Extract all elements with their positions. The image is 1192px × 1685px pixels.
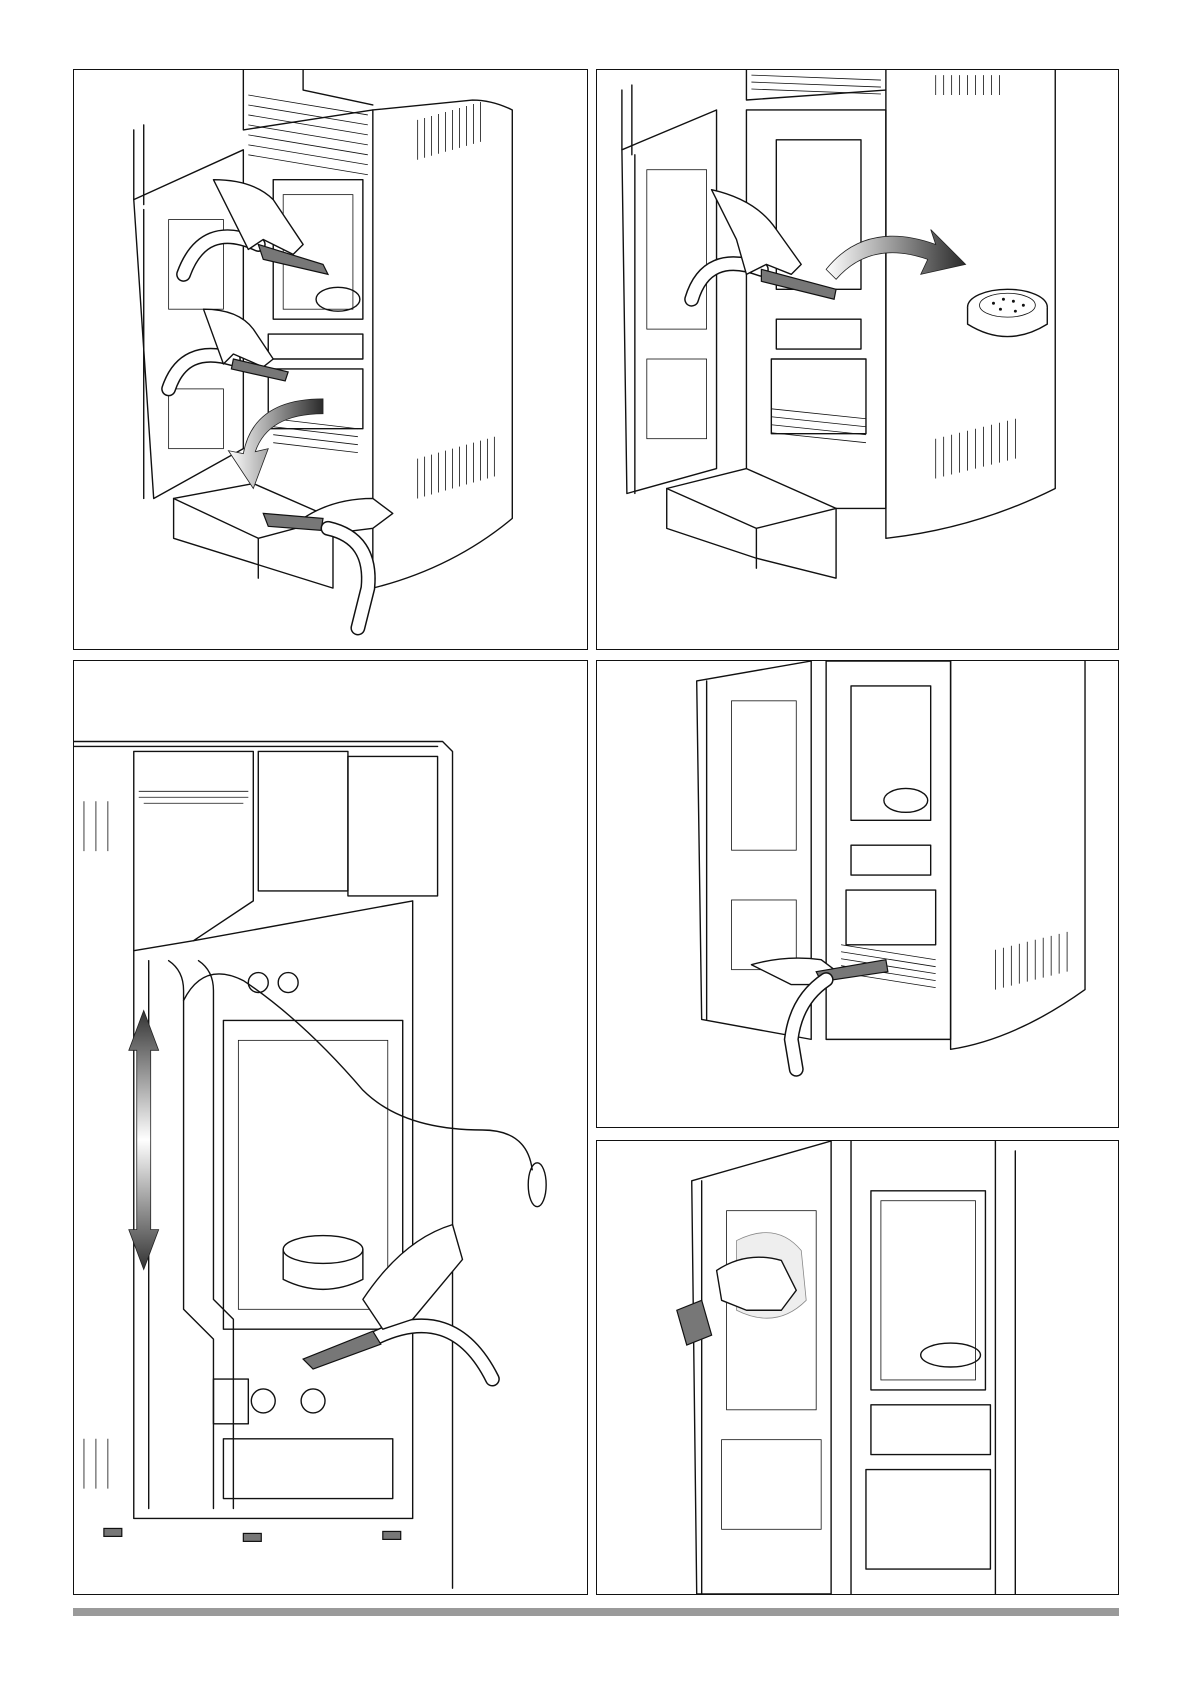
burn-pot-icon bbox=[283, 1236, 363, 1264]
burn-pot-icon bbox=[968, 289, 1048, 336]
cleaning-cable-icon bbox=[184, 974, 533, 1170]
stove-icon bbox=[597, 70, 1118, 649]
ash-drawer-icon bbox=[174, 484, 333, 589]
stove-icon bbox=[597, 1141, 1118, 1594]
top-vent-grille bbox=[248, 95, 368, 175]
hand-icon bbox=[717, 1257, 797, 1310]
curved-arrow-icon bbox=[826, 229, 965, 279]
figure-3-flue-cleaning-cutaway bbox=[73, 660, 588, 1595]
ash-drawer-icon bbox=[667, 469, 836, 579]
side-vent-grille bbox=[84, 801, 108, 1488]
stove-cutaway-icon bbox=[74, 661, 587, 1594]
figure-2-burn-pot-removal bbox=[596, 69, 1119, 650]
heat-exchanger-grille bbox=[139, 791, 249, 803]
fan-grille bbox=[213, 1379, 248, 1424]
curved-arrow-icon bbox=[228, 399, 323, 489]
figure-1-ash-drawer-vacuum bbox=[73, 69, 588, 650]
footer-bar bbox=[73, 1608, 1119, 1616]
side-vent-grille bbox=[995, 932, 1067, 990]
glass-door-icon bbox=[692, 1141, 831, 1594]
figure-5-glass-cleaning bbox=[596, 1140, 1119, 1595]
stove-icon bbox=[597, 661, 1118, 1127]
stove-icon bbox=[74, 70, 587, 649]
burn-pot-icon bbox=[884, 788, 928, 812]
ash-drawer-icon bbox=[223, 1439, 392, 1499]
side-vent-grille bbox=[418, 102, 495, 498]
side-vent-grille bbox=[936, 75, 1016, 478]
burn-pot-icon bbox=[921, 1343, 981, 1367]
figure-4-lower-grille-vacuum bbox=[596, 660, 1119, 1128]
